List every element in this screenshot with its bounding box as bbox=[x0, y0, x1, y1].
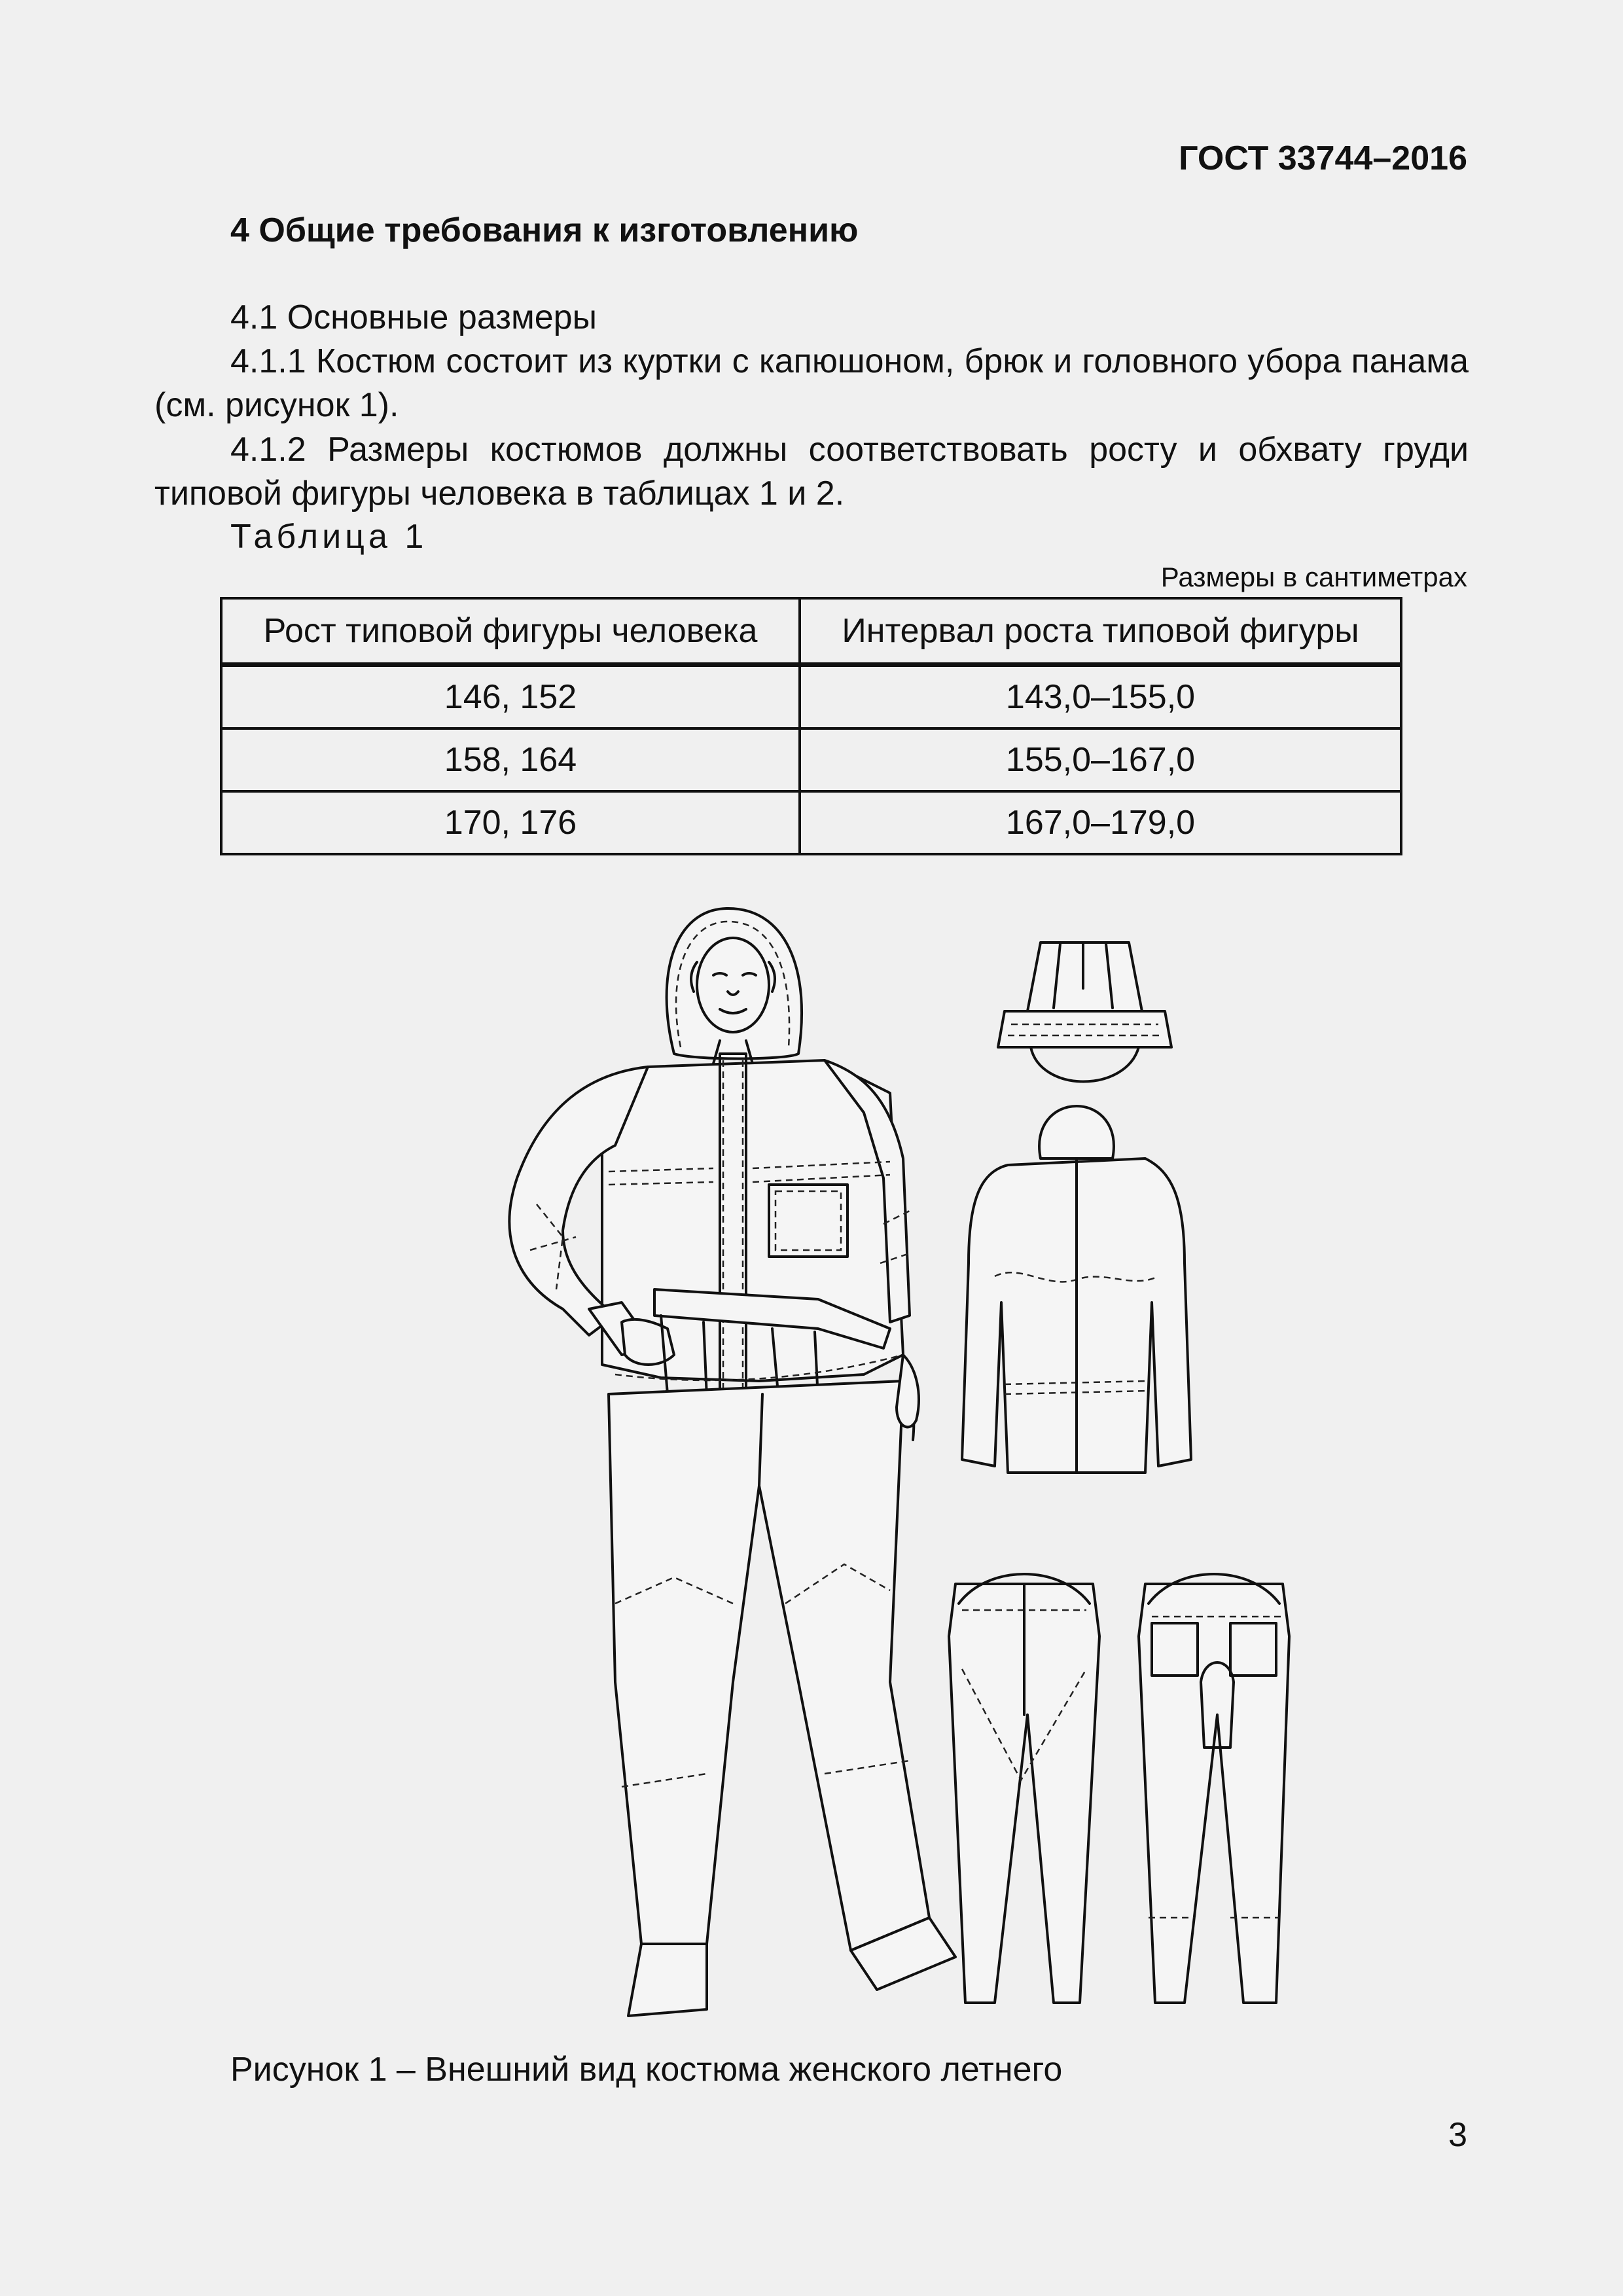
table-cell: 155,0–167,0 bbox=[798, 727, 1402, 793]
standard-code: ГОСТ 33744–2016 bbox=[1179, 139, 1467, 177]
table-row: 146, 152 143,0–155,0 bbox=[220, 663, 1402, 730]
trousers-front-view bbox=[948, 1573, 1101, 2004]
table-cell: 146, 152 bbox=[220, 663, 801, 730]
paragraph-4-1-1: 4.1.1 Костюм состоит из куртки с капюшон… bbox=[154, 342, 1469, 424]
sizes-table: Рост типовой фигуры человека Интервал ро… bbox=[220, 597, 1402, 855]
page-number: 3 bbox=[1448, 2116, 1467, 2154]
table-cell: 158, 164 bbox=[220, 727, 801, 793]
section-title: 4 Общие требования к изготовлению bbox=[230, 211, 859, 249]
column-header: Рост типовой фигуры человека bbox=[220, 597, 801, 667]
table-caption: Таблица 1 bbox=[230, 518, 428, 556]
figure-caption: Рисунок 1 – Внешний вид костюма женского… bbox=[230, 2051, 1063, 2089]
table-cell: 170, 176 bbox=[220, 790, 801, 855]
table-units-note: Размеры в сантиметрах bbox=[1160, 562, 1467, 592]
jacket-back-view bbox=[961, 1105, 1192, 1474]
table-row: 170, 176 167,0–179,0 bbox=[220, 790, 1402, 855]
table-row: 158, 164 155,0–167,0 bbox=[220, 727, 1402, 793]
table-cell: 143,0–155,0 bbox=[798, 663, 1402, 730]
paragraph-4-1-2: 4.1.2 Размеры костюмов должны соответств… bbox=[154, 431, 1469, 512]
table-header-row: Рост типовой фигуры человека Интервал ро… bbox=[220, 597, 1402, 667]
table-cell: 167,0–179,0 bbox=[798, 790, 1402, 855]
panama-hat bbox=[997, 941, 1173, 1083]
column-header: Интервал роста типовой фигуры bbox=[798, 597, 1402, 667]
paragraph-4-1: 4.1 Основные размеры bbox=[230, 298, 597, 336]
figure-wearing-costume bbox=[508, 906, 957, 2017]
costume-illustration bbox=[508, 906, 1291, 2017]
trousers-back-view bbox=[1137, 1573, 1291, 2004]
